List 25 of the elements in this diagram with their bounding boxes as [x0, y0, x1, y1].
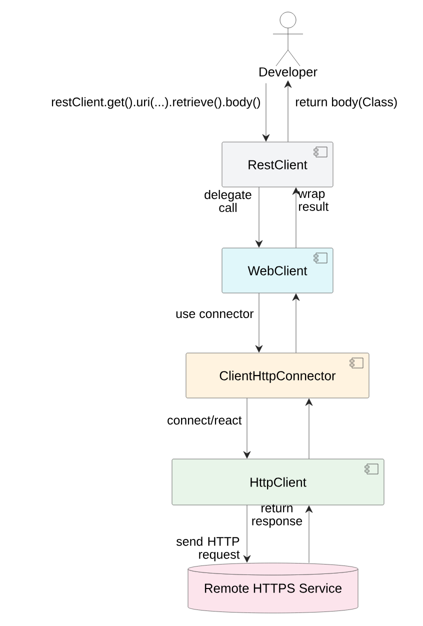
arrow [292, 293, 300, 353]
edge-label: connect/react [168, 415, 242, 425]
component-box: WebClient [222, 248, 334, 294]
arrow [292, 187, 300, 248]
edge-label: wrap result [298, 191, 329, 211]
component-box: ClientHttpConnector [186, 352, 370, 398]
component-box: RestClient [222, 142, 334, 188]
edge-label: return response [252, 504, 302, 528]
arrow [284, 80, 292, 142]
arrow [243, 398, 251, 459]
arrow [305, 398, 313, 459]
database-cylinder: Remote HTTPS Service [188, 562, 358, 614]
edge-label: delegate call [204, 190, 252, 212]
edge-label: return body(Class) [296, 97, 397, 109]
arrow [262, 83, 270, 142]
arrow [255, 293, 263, 353]
actor-figure: Developer [260, 12, 318, 80]
component-box: HttpClient [172, 458, 384, 506]
arrow [243, 505, 251, 563]
edge-label: use connector [176, 310, 254, 318]
arrow [255, 187, 263, 248]
arrow [305, 505, 313, 563]
edge-label: restClient.get().uri(...).retrieve().body() [52, 97, 260, 109]
node-label: Developer [260, 66, 318, 80]
edge-label: send HTTP request [176, 536, 240, 562]
